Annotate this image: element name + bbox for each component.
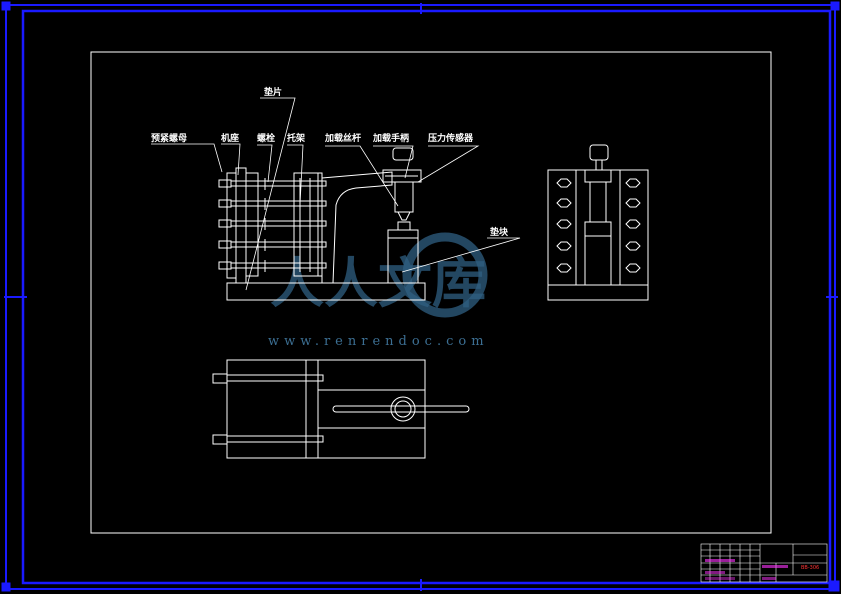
front-load-screw-assembly bbox=[382, 147, 422, 284]
label-washer: 垫片 bbox=[264, 86, 282, 98]
label-bolt: 螺栓 bbox=[257, 132, 275, 144]
drawing-number: BB-306 bbox=[801, 565, 819, 571]
watermark-url: www.renrendoc.com bbox=[268, 334, 489, 349]
label-base: 机座 bbox=[221, 132, 239, 144]
label-preload-nut: 预紧螺母 bbox=[151, 132, 187, 144]
label-load-handle: 加载手柄 bbox=[372, 132, 409, 144]
watermark: 人人文库 www.renrendoc.com bbox=[268, 232, 489, 349]
part-labels: 垫片 预紧螺母 机座 螺栓 托架 加载丝杆 加载手柄 压力传感器 垫块 bbox=[151, 86, 509, 238]
side-view bbox=[547, 144, 649, 301]
label-bracket: 托架 bbox=[287, 132, 305, 144]
label-load-screw: 加载丝杆 bbox=[324, 132, 361, 144]
label-pad: 垫块 bbox=[490, 226, 509, 238]
front-view bbox=[218, 147, 426, 301]
top-view bbox=[212, 359, 470, 459]
label-pressure-sensor: 压力传感器 bbox=[428, 132, 474, 144]
side-hex-nuts bbox=[556, 178, 641, 273]
leader-lines bbox=[151, 97, 521, 291]
title-block bbox=[700, 543, 828, 583]
front-bolt-rows bbox=[218, 178, 327, 272]
inner-frame bbox=[90, 51, 772, 534]
